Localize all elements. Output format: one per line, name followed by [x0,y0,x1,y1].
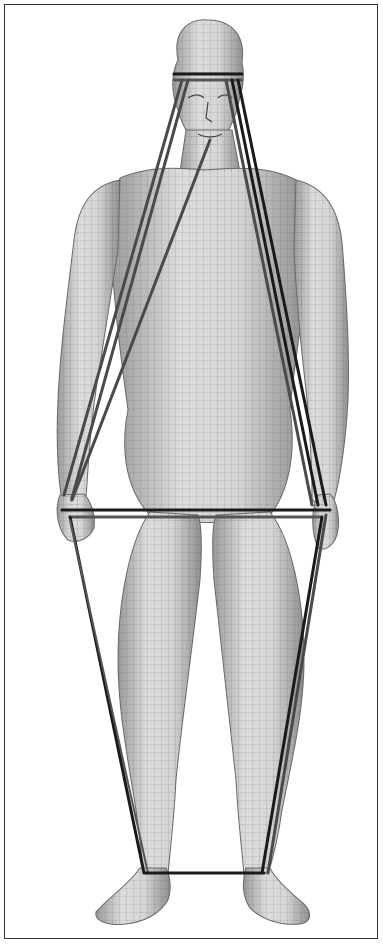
anatomy-diagram [0,0,383,945]
